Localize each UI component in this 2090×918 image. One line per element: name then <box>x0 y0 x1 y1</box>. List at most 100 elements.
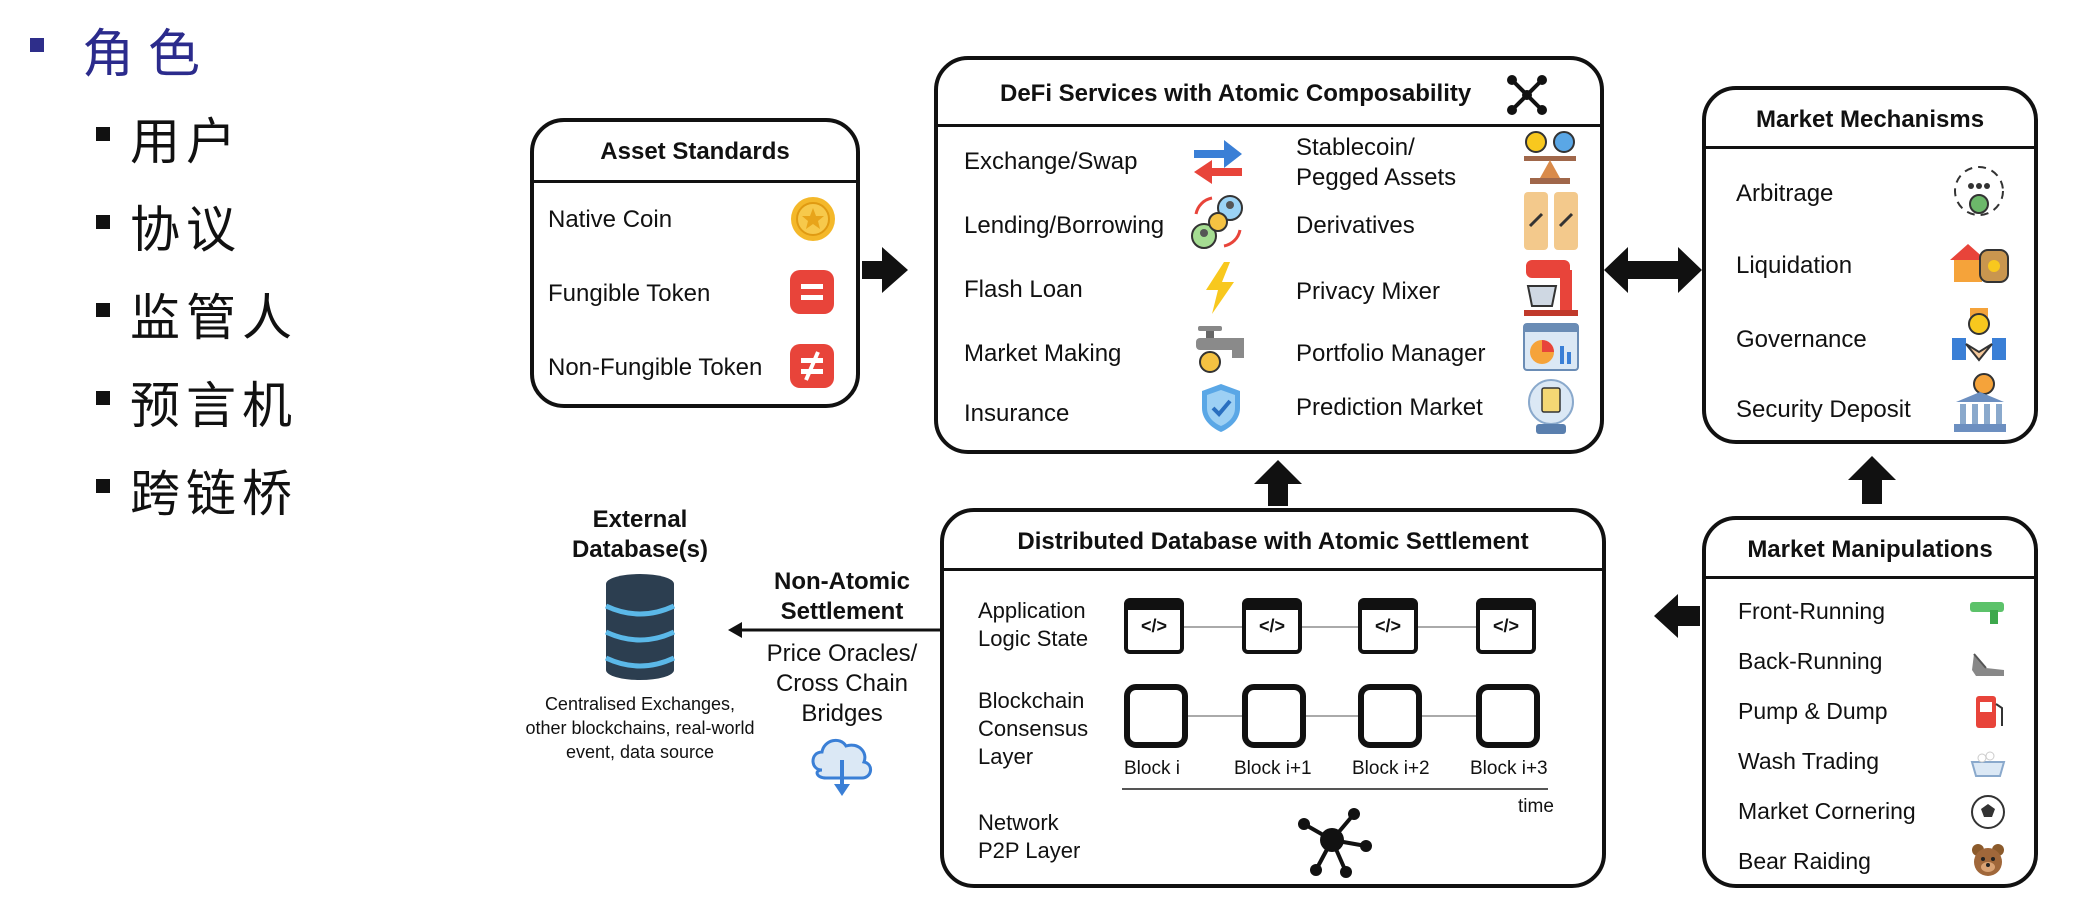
distributed-db-box: Distributed Database with Atomic Settlem… <box>940 508 1606 888</box>
window-titlebar <box>1246 602 1298 610</box>
market-mechanisms-divider <box>1706 146 2034 149</box>
derivatives-icon <box>1524 192 1578 250</box>
lending-icon <box>1191 195 1243 249</box>
non-atomic-title-line1: Non-Atomic <box>774 568 910 595</box>
block-label-1: Block i <box>1124 758 1180 779</box>
lightning-icon <box>1206 262 1234 314</box>
pump-dump-label: Pump & Dump <box>1738 698 1888 724</box>
block-label-4: Block i+3 <box>1470 758 1548 779</box>
outline-item-oracles: 预言机 <box>130 377 298 435</box>
nft-label: Non-Fungible Token <box>548 354 763 381</box>
block-label-3: Block i+2 <box>1352 758 1430 779</box>
bear-raiding-label: Bear Raiding <box>1738 848 1871 874</box>
consensus-label-line1: Blockchain <box>978 688 1085 713</box>
app-window-4: </> <box>1476 598 1536 654</box>
arrow-up-icon-center <box>1254 460 1302 506</box>
bank-deposit-icon <box>1954 373 2006 432</box>
derivatives-label: Derivatives <box>1296 212 1415 239</box>
asset-standards-box: Asset Standards Native Coin Fungible Tok… <box>530 118 860 408</box>
not-equal-icon <box>790 344 834 388</box>
window-titlebar <box>1362 602 1414 610</box>
app-layer-label-line1: Application <box>978 598 1086 623</box>
p2p-network-icon <box>1298 808 1372 878</box>
bathtub-icon <box>1970 751 2006 777</box>
bullet-5 <box>96 479 110 493</box>
outline-item-users: 用户 <box>130 113 242 171</box>
fungible-token-label: Fungible Token <box>548 280 711 307</box>
window-titlebar <box>1480 602 1532 610</box>
stablecoin-label-line2: Pegged Assets <box>1296 164 1457 191</box>
balance-scale-icon <box>1524 131 1576 184</box>
exchange-swap-label: Exchange/Swap <box>964 148 1138 175</box>
coin-icon <box>791 197 835 241</box>
asset-standards-title: Asset Standards <box>600 138 790 165</box>
block-3 <box>1358 684 1422 748</box>
equals-icon <box>790 270 834 314</box>
double-arrow-icon <box>1604 247 1702 293</box>
bullet-4 <box>96 391 110 405</box>
bidirectional-arrow-icon <box>728 622 966 638</box>
shield-icon <box>1202 384 1240 432</box>
consensus-label-line2: Consensus <box>978 716 1089 741</box>
database-icon <box>604 574 676 680</box>
prediction-market-label: Prediction Market <box>1296 394 1483 421</box>
network-icon <box>1507 75 1547 115</box>
governance-handshake-icon <box>1952 308 2006 362</box>
outline-item-protocols: 协议 <box>130 201 242 259</box>
privacy-mixer-label: Privacy Mixer <box>1296 278 1441 305</box>
consensus-label-line3: Layer <box>978 744 1034 769</box>
wash-trading-label: Wash Trading <box>1738 748 1880 774</box>
security-deposit-label: Security Deposit <box>1736 396 1911 423</box>
cloud-download-icon <box>811 738 872 796</box>
defi-services-title: DeFi Services with Atomic Composability <box>1000 80 1472 107</box>
non-atomic-title-line2: Settlement <box>780 598 904 625</box>
code-icon: </> <box>1258 616 1286 636</box>
soccer-ball-icon <box>1971 795 2005 829</box>
portfolio-manager-label: Portfolio Manager <box>1296 340 1486 367</box>
lending-borrowing-label: Lending/Borrowing <box>964 212 1165 239</box>
bullet-2 <box>96 215 110 229</box>
front-running-label: Front-Running <box>1738 598 1886 624</box>
swap-icon <box>1194 140 1242 184</box>
crystal-ball-icon <box>1528 379 1574 434</box>
arrow-up-icon-right <box>1848 456 1896 504</box>
water-gun-icon <box>1970 602 2004 624</box>
market-mechanisms-title: Market Mechanisms <box>1755 106 1985 133</box>
portfolio-chart-icon <box>1523 323 1579 371</box>
bear-icon <box>1972 844 2004 876</box>
distributed-db-divider <box>944 568 1602 571</box>
distributed-db-title: Distributed Database with Atomic Settlem… <box>1017 528 1529 555</box>
liquidation-icon <box>1950 244 2009 283</box>
app-window-2: </> <box>1242 598 1302 654</box>
governance-label: Governance <box>1736 326 1867 353</box>
bullet-1 <box>96 127 110 141</box>
defi-services-box: DeFi Services with Atomic Composability … <box>934 56 1604 454</box>
bullet-3 <box>96 303 110 317</box>
arbitrage-icon <box>1954 166 2004 216</box>
outline-item-bridges: 跨链桥 <box>130 465 298 523</box>
market-making-label: Market Making <box>964 340 1122 367</box>
arrow-right-icon <box>862 247 908 293</box>
app-layer-label-line2: Logic State <box>978 626 1089 651</box>
app-connector-line <box>1174 626 1534 628</box>
code-icon: </> <box>1374 616 1402 636</box>
arbitrage-label: Arbitrage <box>1736 180 1834 207</box>
external-db-title-line2: Database(s) <box>571 536 709 563</box>
insurance-label: Insurance <box>964 400 1070 427</box>
external-db-desc-line3: event, data source <box>565 742 715 762</box>
flash-loan-label: Flash Loan <box>964 276 1083 303</box>
code-icon: </> <box>1140 616 1168 636</box>
non-atomic-sub-line2: Cross Chain <box>775 670 909 697</box>
faucet-icon <box>1196 326 1244 373</box>
block-label-2: Block i+1 <box>1234 758 1312 779</box>
time-axis-label: time <box>1518 796 1554 817</box>
arrow-left-icon <box>1654 594 1700 638</box>
native-coin-label: Native Coin <box>548 206 673 233</box>
heading-bullet <box>30 38 44 52</box>
market-cornering-label: Market Cornering <box>1738 798 1916 824</box>
liquidation-label: Liquidation <box>1736 252 1853 279</box>
external-db-desc-line1: Centralised Exchanges, <box>544 694 736 714</box>
block-2 <box>1242 684 1306 748</box>
app-window-1: </> <box>1124 598 1184 654</box>
external-db-desc-line2: other blockchains, real-world <box>525 718 755 738</box>
